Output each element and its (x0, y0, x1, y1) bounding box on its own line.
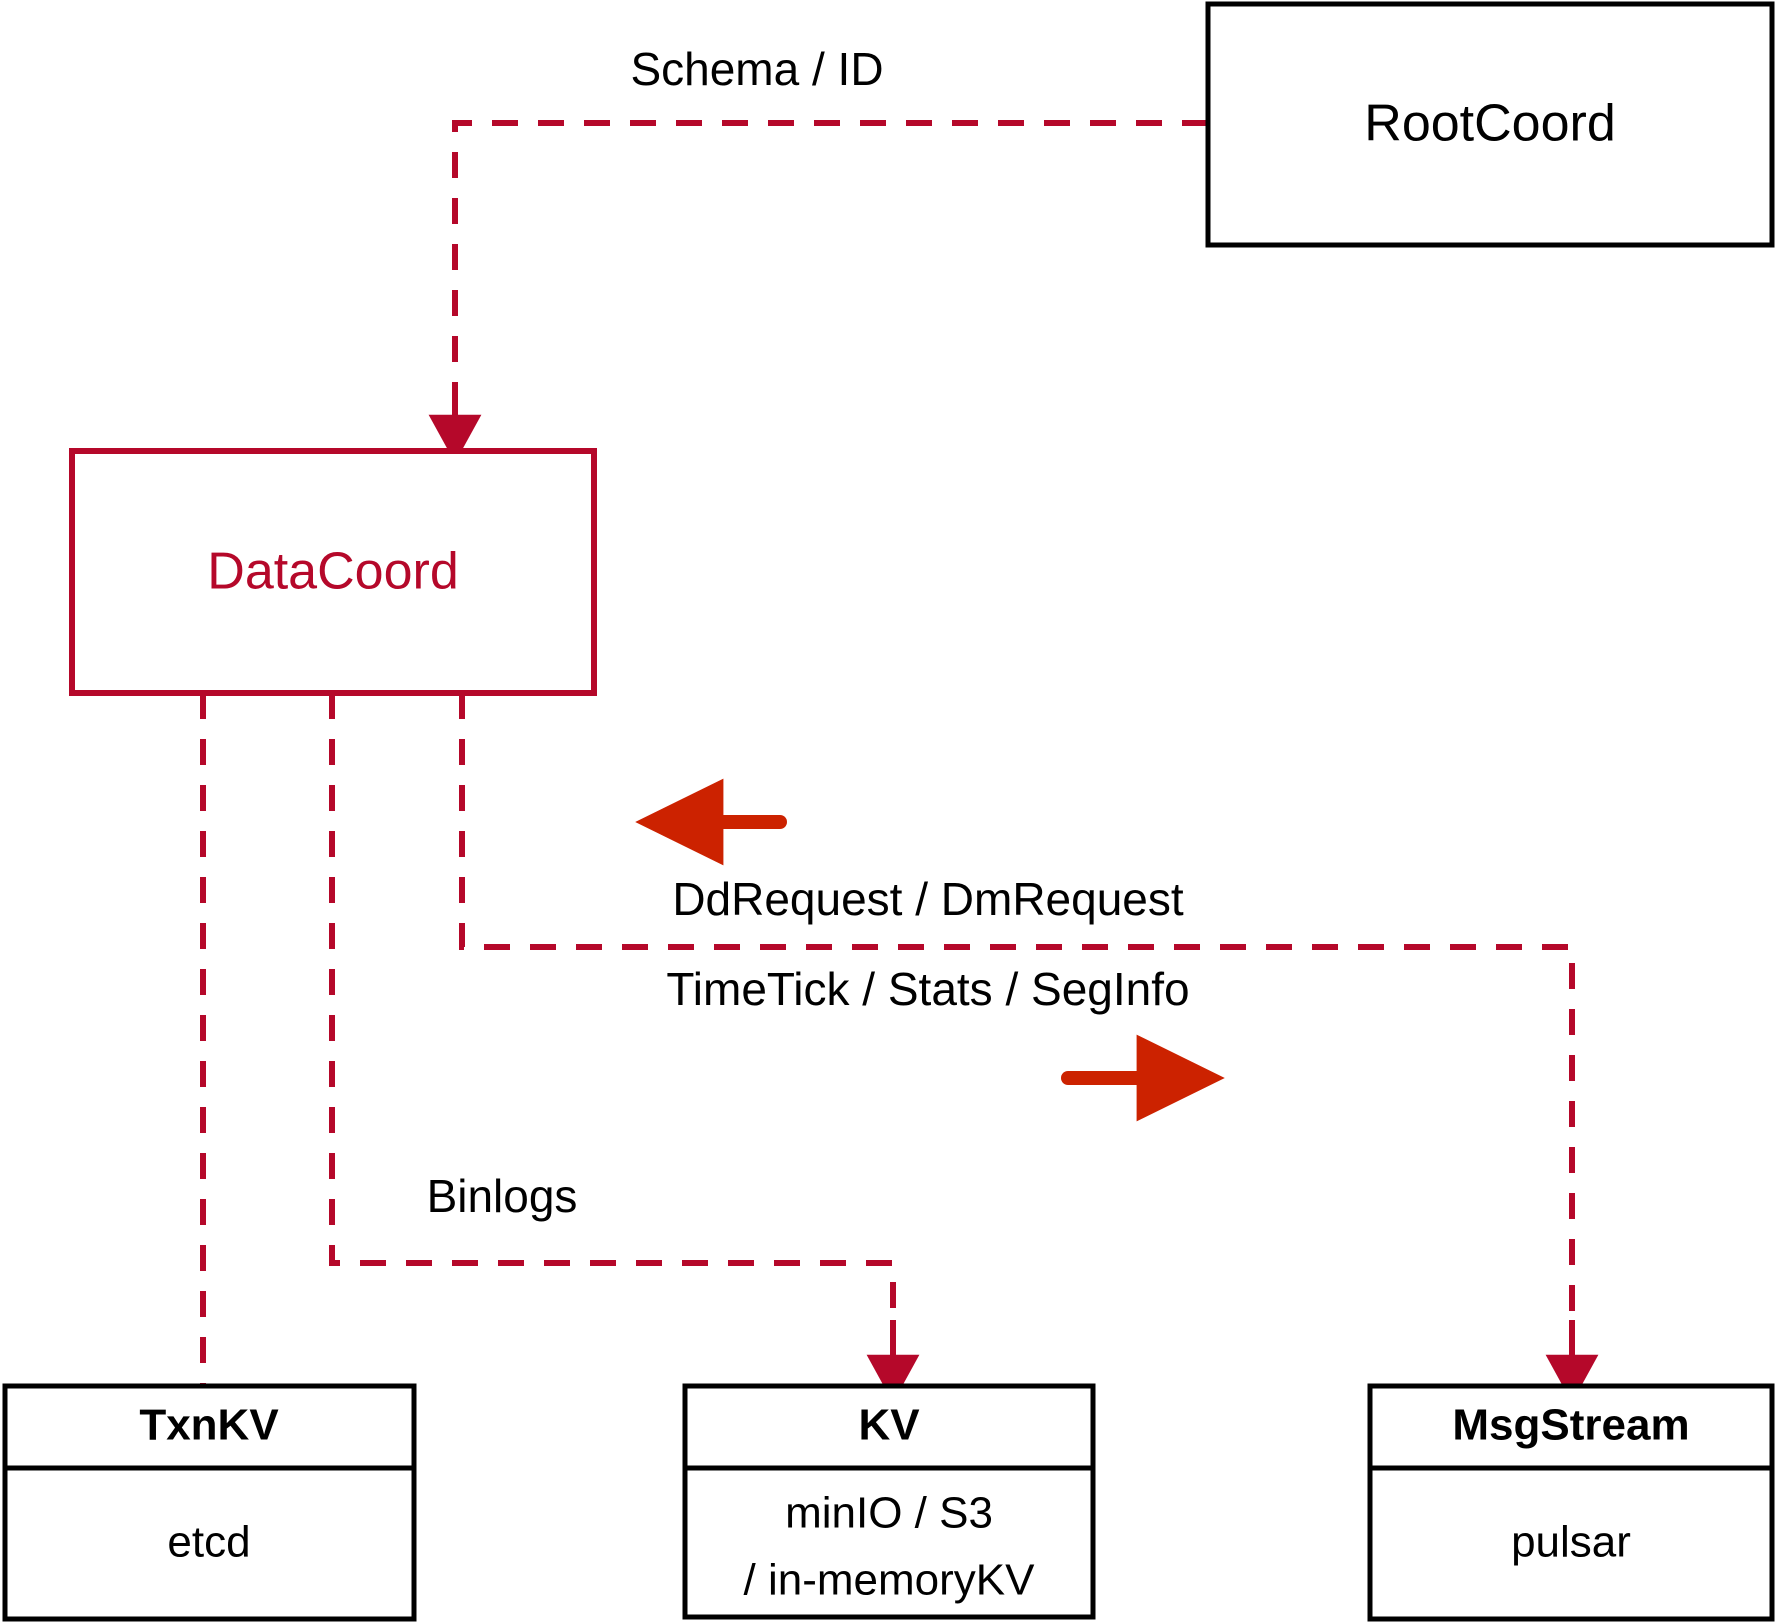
node-txnkv[interactable]: TxnKV etcd (2, 1383, 417, 1622)
node-rootcoord[interactable]: RootCoord (1205, 1, 1775, 248)
node-txnkv-box[interactable] (2, 1383, 417, 1622)
edge-binlogs (329, 693, 920, 1403)
node-msgstream[interactable]: MsgStream pulsar (1367, 1383, 1775, 1622)
node-txnkv-subtitle: etcd (167, 1518, 250, 1567)
node-msgstream-subtitle: pulsar (1511, 1518, 1631, 1567)
edge-schema-id (428, 120, 1208, 463)
node-kv-subtitle-line1: minIO / S3 (785, 1489, 993, 1538)
node-kv-subtitle-line2: / in-memoryKV (744, 1556, 1036, 1605)
edge-binlogs-path (329, 693, 896, 1330)
edge-label-schema-id: Schema / ID (630, 43, 883, 95)
node-msgstream-box[interactable] (1367, 1383, 1775, 1622)
node-kv-box[interactable] (682, 1383, 1096, 1620)
node-msgstream-title: MsgStream (1452, 1401, 1689, 1450)
edge-label-dd-dm-request: DdRequest / DmRequest (672, 873, 1184, 925)
node-datacoord-box[interactable] (69, 448, 597, 696)
node-kv-title: KV (858, 1401, 920, 1450)
node-datacoord[interactable]: DataCoord (69, 448, 597, 696)
edge-schema-id-path (452, 120, 1208, 382)
edge-label-timetick-stats-seginfo: TimeTick / Stats / SegInfo (666, 963, 1189, 1015)
node-datacoord-title: DataCoord (207, 543, 458, 601)
node-txnkv-title: TxnKV (139, 1401, 279, 1450)
node-rootcoord-box[interactable] (1205, 1, 1775, 248)
node-kv[interactable]: KV minIO / S3 / in-memoryKV (682, 1383, 1096, 1620)
node-rootcoord-title: RootCoord (1364, 95, 1615, 153)
edge-label-binlogs: Binlogs (427, 1170, 578, 1222)
